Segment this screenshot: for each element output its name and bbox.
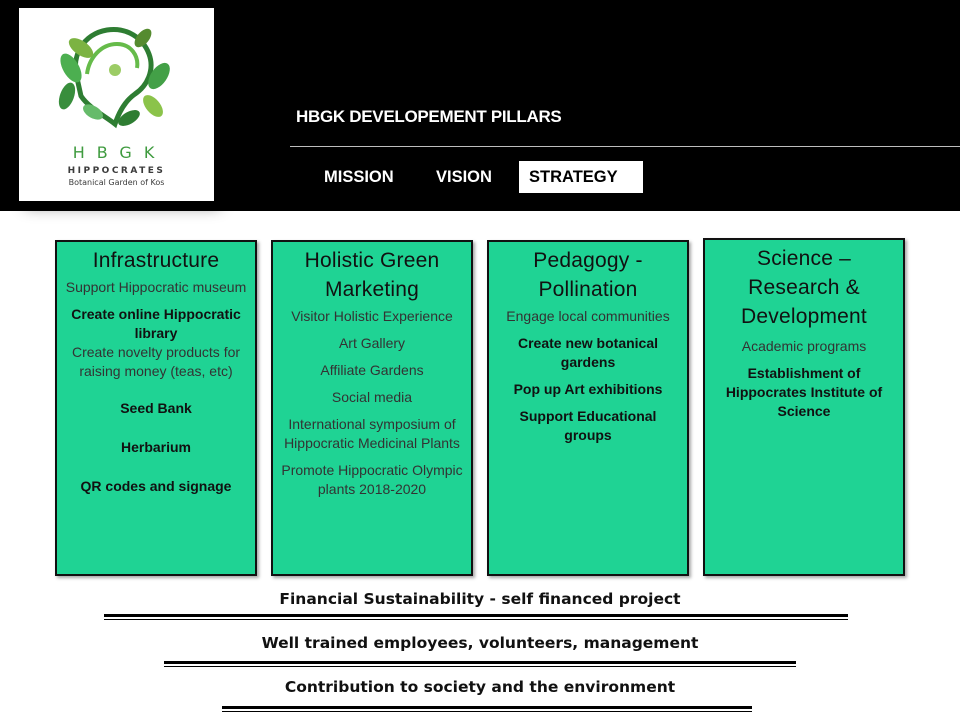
pillar-item: Create new botanical gardens (517, 335, 659, 370)
pillar-infrastructure: Infrastructure Support Hippocratic museu… (55, 240, 257, 576)
pillar-item: Social media (331, 389, 413, 405)
pillar-science-research-development: Science – Research & Development Academi… (703, 238, 905, 576)
logo-name: HIPPOCRATES (67, 166, 166, 176)
logo-letters: HBGK (72, 143, 167, 162)
leaf-hand-logo-icon (58, 27, 170, 129)
pillar-title: Infrastructure (92, 249, 220, 272)
foundation-financial-sustainability: Financial Sustainability - self financed… (279, 590, 681, 608)
logo: HBGK HIPPOCRATES Botanical Garden of Kos (19, 8, 214, 201)
pillar-item: Affiliate Gardens (320, 362, 424, 378)
page-title: HBGK DEVELOPEMENT PILLARS (296, 107, 562, 126)
foundation-rule (104, 614, 848, 620)
pillar-item: International symposium of Hippocratic M… (284, 416, 460, 451)
pillar-item: Seed Bank (120, 400, 192, 416)
pillar-item: Create online Hippocratic library (71, 306, 241, 341)
pillar-holistic-green-marketing: Holistic Green Marketing Visitor Holisti… (271, 240, 473, 576)
pillar-item: Engage local communities (506, 308, 670, 324)
pillar-item: Support Hippocratic museum (65, 279, 247, 295)
pillar-item: Create novelty products for raising mone… (71, 344, 241, 379)
tab-strategy[interactable]: STRATEGY (519, 161, 643, 193)
foundation-trained-employees: Well trained employees, volunteers, mana… (261, 634, 699, 652)
pillar-pedagogy-pollination: Pedagogy - Pollination Engage local comm… (487, 240, 689, 576)
pillar-title: Holistic Green Marketing (304, 249, 440, 301)
pillar-item: Visitor Holistic Experience (291, 308, 453, 324)
pillar-item: Academic programs (741, 338, 867, 354)
pillar-item: Support Educational groups (519, 408, 657, 443)
pillar-item: Herbarium (120, 439, 192, 455)
logo-subtitle: Botanical Garden of Kos (68, 178, 165, 187)
pillar-item: Promote Hippocratic Olympic plants 2018-… (281, 462, 463, 497)
pillar-title: Pedagogy - Pollination (533, 249, 643, 301)
pillar-item: Pop up Art exhibitions (513, 381, 663, 397)
foundation-contribution-society: Contribution to society and the environm… (284, 678, 676, 696)
pillar-title: Science – Research & Development (741, 247, 867, 328)
pillar-item: Establishment of Hippocrates Institute o… (725, 365, 883, 419)
foundation-rule (164, 661, 796, 667)
pillar-item: QR codes and signage (80, 478, 232, 494)
tab-mission[interactable]: MISSION (324, 168, 394, 186)
title-divider (290, 146, 960, 147)
pillar-item: Art Gallery (338, 335, 406, 351)
tab-vision[interactable]: VISION (436, 168, 492, 186)
foundation-rule (222, 706, 752, 712)
